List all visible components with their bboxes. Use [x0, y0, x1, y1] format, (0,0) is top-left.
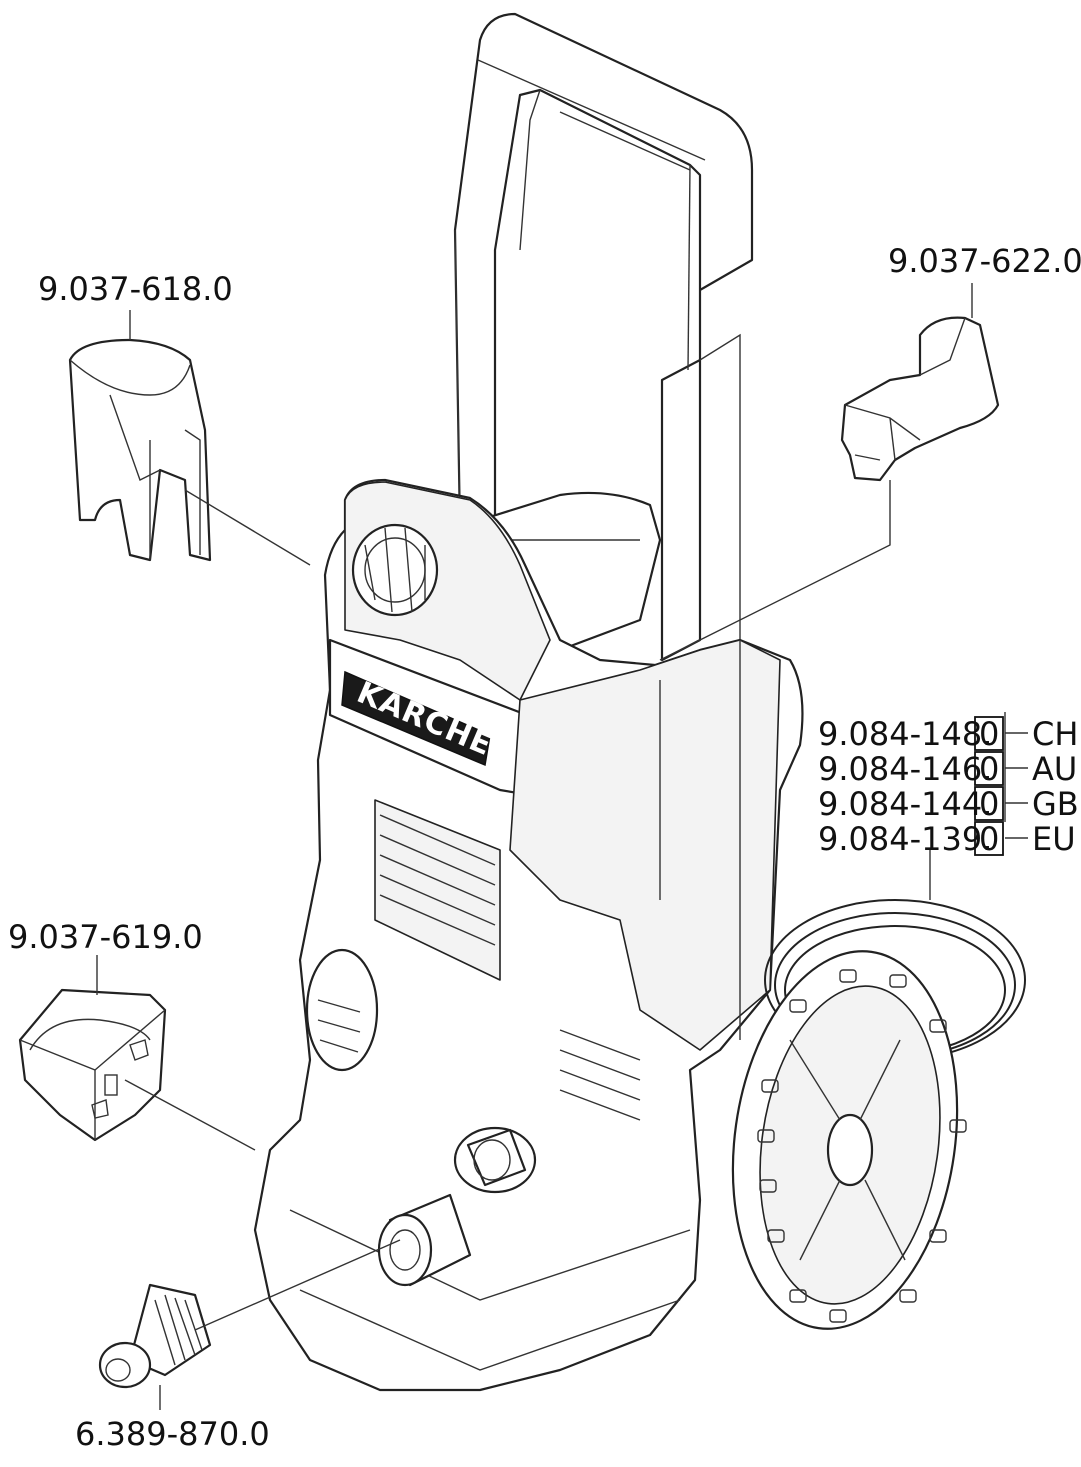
- part-hose-adapter: [98, 1283, 212, 1389]
- cord-part-number: 9.084-148.: [818, 715, 992, 753]
- water-outlet: [453, 1126, 537, 1194]
- cord-index-box: 0: [979, 715, 999, 753]
- cord-variant-eu: 9.084-139. 0 EU: [818, 820, 1076, 858]
- cord-region: GB: [1032, 785, 1079, 823]
- leader-lines: [96, 283, 1006, 1410]
- part-nozzle-holder: [18, 988, 167, 1142]
- power-cord-variants: 9.084-148. 0 CH 9.084-146. 0 AU 9.084-14…: [818, 715, 1079, 858]
- cord-index-box: 0: [979, 785, 999, 823]
- callout-9-037-619-0: 9.037-619.0: [8, 918, 203, 956]
- vent-grille: [374, 799, 501, 981]
- part-hose-holder-left: [68, 338, 212, 562]
- cord-variant-ch: 9.084-148. 0 CH: [818, 715, 1078, 753]
- pressure-washer-illustration: KÄRCHER: [253, 12, 1026, 1392]
- cord-region: CH: [1032, 715, 1078, 753]
- cord-variant-gb: 9.084-144. 0 GB: [818, 785, 1079, 823]
- cord-variant-au: 9.084-146. 0 AU: [818, 750, 1077, 788]
- wheel: [731, 950, 967, 1330]
- pressure-dial: [305, 948, 379, 1072]
- water-inlet: [377, 1193, 472, 1287]
- cord-index-box: 0: [979, 750, 999, 788]
- part-accessory-hook-right: [840, 316, 1000, 482]
- callout-9-037-622-0: 9.037-622.0: [888, 242, 1081, 280]
- cord-part-number: 9.084-139.: [818, 820, 992, 858]
- cord-index-box: 0: [979, 820, 999, 858]
- cord-part-number: 9.084-144.: [818, 785, 992, 823]
- callout-6-389-870-0: 6.389-870.0: [75, 1415, 270, 1453]
- handle-frame: [453, 12, 754, 662]
- cord-region: EU: [1032, 820, 1076, 858]
- cord-part-number: 9.084-146.: [818, 750, 992, 788]
- cord-region: AU: [1032, 750, 1077, 788]
- callout-9-037-618-0: 9.037-618.0: [38, 270, 233, 308]
